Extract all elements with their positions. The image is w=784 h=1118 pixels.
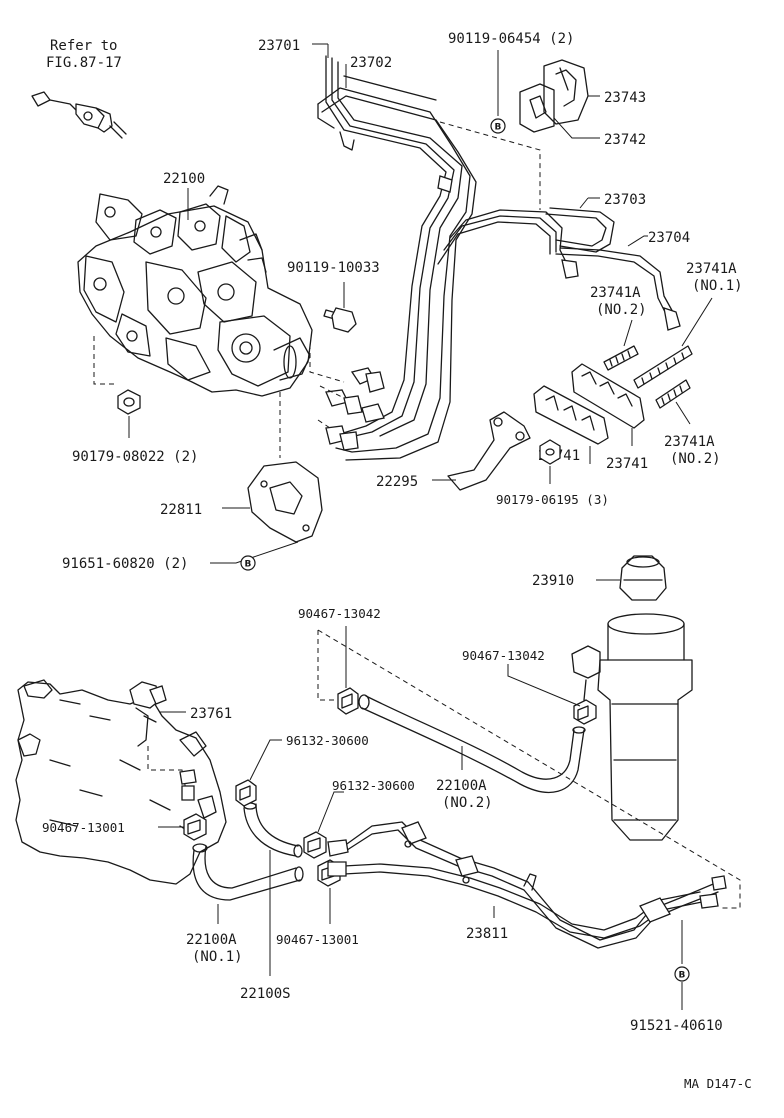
refer-text-1: Refer to (50, 38, 117, 54)
label-22100a-no1-b: (NO.1) (192, 949, 243, 965)
label-90119-10033: 90119-10033 (287, 260, 380, 276)
fuel-pipe-23811 (327, 821, 727, 949)
lead-96132-30600-left (249, 739, 282, 781)
fitting-small (179, 769, 197, 801)
hose-22100a-no1 (192, 843, 304, 901)
stud-23741a-no2-top (603, 345, 639, 371)
lead-23742 (553, 117, 600, 139)
lead-23703b (579, 197, 589, 209)
lead-23704 (627, 235, 648, 247)
clamp-block-23741-lower (533, 385, 609, 445)
label-91651-60820: 91651-60820 (2) (62, 556, 188, 572)
label-22100: 22100 (163, 171, 205, 187)
label-90119-06454: 90119-06454 (2) (448, 31, 574, 47)
injection-pump (77, 185, 313, 397)
clamp-block-23741-upper (571, 363, 645, 429)
label-23704: 23704 (648, 230, 690, 246)
label-22100a-no2-b: (NO.2) (442, 795, 493, 811)
figure-code: MA D147-C (684, 1076, 752, 1091)
nut-90179-06195 (539, 439, 561, 465)
label-90467-13042-right: 90467-13042 (462, 648, 545, 663)
dash-23761 (147, 746, 187, 791)
label-23741a-no2-bottom-b: (NO.2) (670, 451, 721, 467)
label-90467-13001-right: 90467-13001 (276, 932, 359, 947)
label-22811: 22811 (160, 502, 202, 518)
clamp-90467-13001-left (183, 813, 207, 841)
hose-22100s (243, 802, 303, 858)
engine-block (15, 679, 227, 885)
clamp-90467-13042-right (573, 699, 597, 725)
clamp-23742 (519, 83, 555, 133)
label-23741a-no1-a: 23741A (686, 261, 737, 277)
svg-text:B: B (245, 560, 252, 570)
bolt-90119-10033 (323, 307, 357, 333)
dash-fittings (317, 385, 345, 429)
dash-hose-assembly (317, 629, 741, 909)
label-23741a-no1-b: (NO.1) (692, 278, 743, 294)
fitting-23761 (129, 681, 167, 747)
label-96132-30600-left: 96132-30600 (286, 733, 369, 748)
lead-23741a-no2-top (623, 319, 633, 347)
clamp-96132-30600-right (303, 831, 327, 859)
injection-pipes (317, 55, 567, 461)
bracket-22811 (247, 461, 323, 543)
label-22100s: 22100S (240, 986, 291, 1002)
nut-90179-08022 (117, 389, 141, 415)
filter-cap-23910 (619, 555, 667, 601)
clamp-90467-13042-left (337, 687, 359, 715)
lead-90467-13042-right (507, 664, 581, 707)
label-23703: 23703 (604, 192, 646, 208)
lead-23741a-no2-bottom (675, 401, 691, 425)
label-23741-upper: 23741 (606, 456, 648, 472)
label-22295: 22295 (376, 474, 418, 490)
fuel-filter (571, 613, 693, 841)
label-23701: 23701 (258, 38, 300, 54)
label-23910: 23910 (532, 573, 574, 589)
svg-text:B: B (495, 123, 502, 133)
label-90179-08022: 90179-08022 (2) (72, 449, 198, 465)
bolt-mark-90119: B (490, 118, 506, 134)
sensor-part (31, 91, 127, 139)
label-23741a-no2-top-a: 23741A (590, 285, 641, 301)
label-23741a-no2-bottom-a: 23741A (664, 434, 715, 450)
label-90179-06195: 90179-06195 (3) (496, 492, 609, 507)
label-23743: 23743 (604, 90, 646, 106)
hose-22100a-no2 (358, 694, 586, 794)
lead-23741a-no1 (681, 297, 713, 347)
injection-pipes-right (545, 207, 681, 331)
bolt-mark-91651: B (240, 555, 256, 571)
bolt-mark-91521: B (674, 966, 690, 982)
clamp-23743 (543, 59, 589, 125)
pipe-fittings-left (325, 367, 385, 451)
refer-text-2: FIG.87-17 (46, 55, 122, 71)
bracket-22295 (447, 411, 531, 491)
label-23742: 23742 (604, 132, 646, 148)
label-90467-13042-left: 90467-13042 (298, 606, 381, 621)
dash-bolt-10033 (309, 344, 345, 383)
label-22100a-no2-a: 22100A (436, 778, 487, 794)
dash-nut-8022 (93, 336, 118, 385)
lead-91651-60820 (210, 541, 299, 564)
lead-96132-30600-right (317, 791, 344, 833)
label-23702: 23702 (350, 55, 392, 71)
label-91521-40610: 91521-40610 (630, 1018, 723, 1034)
svg-text:B: B (679, 971, 686, 981)
clamp-96132-30600-left (235, 779, 257, 807)
stud-23741a-no1 (633, 345, 693, 389)
label-90467-13001-left: 90467-13001 (42, 820, 125, 835)
label-23761: 23761 (190, 706, 232, 722)
dash-clamp-pipe (439, 121, 541, 210)
stud-23741a-no2-bottom (655, 379, 691, 409)
label-22100a-no1-a: 22100A (186, 932, 237, 948)
label-96132-30600-right: 96132-30600 (332, 778, 415, 793)
label-23741a-no2-top-b: (NO.2) (596, 302, 647, 318)
label-23811: 23811 (466, 926, 508, 942)
